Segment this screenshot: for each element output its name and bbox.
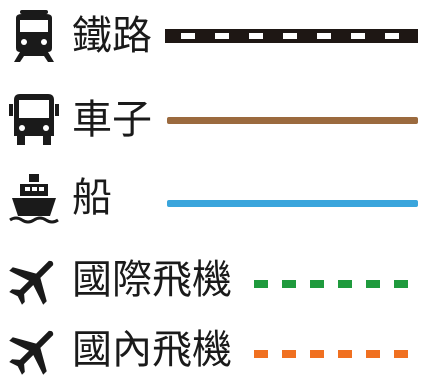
airplane-icon	[6, 252, 62, 308]
domestic-flight-line	[252, 350, 418, 358]
legend-item-ship: 船	[0, 166, 425, 236]
legend-label-ship: 船	[72, 175, 112, 221]
legend-label-railway: 鐵路	[72, 13, 152, 59]
legend-item-domestic-flight: 國內飛機	[0, 318, 425, 388]
ship-icon	[6, 170, 62, 226]
train-icon	[6, 8, 62, 64]
ship-line	[167, 200, 418, 207]
legend-item-international-flight: 國際飛機	[0, 248, 425, 318]
legend-label-domestic-flight: 國內飛機	[72, 327, 232, 373]
airplane-icon	[6, 322, 62, 378]
car-line	[167, 117, 418, 124]
legend-item-railway: 鐵路	[0, 4, 425, 74]
legend-label-car: 車子	[72, 97, 152, 143]
international-flight-line	[252, 280, 418, 288]
railway-line	[165, 29, 418, 43]
legend-item-car: 車子	[0, 88, 425, 158]
legend-label-international-flight: 國際飛機	[72, 257, 232, 303]
bus-icon	[6, 92, 62, 148]
